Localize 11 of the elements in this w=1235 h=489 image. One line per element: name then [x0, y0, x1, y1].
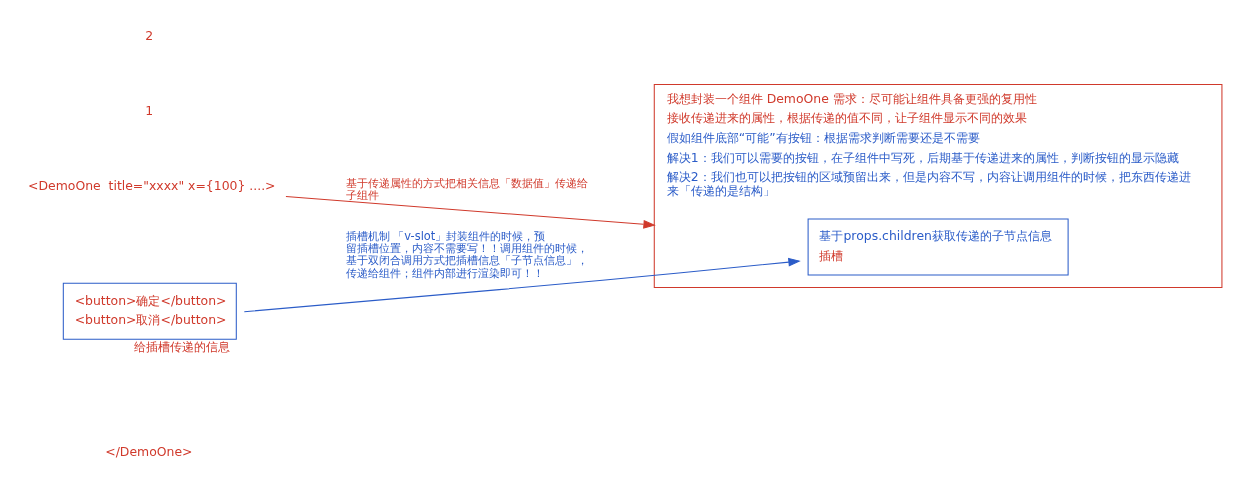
edge-label: 插槽机制 「v-slot」封装组件的时候，预留插槽位置，内容不需要写！！调用组件的时候，基于双闭合调用方式把插槽信息「子节点信息」，传递给组件；组件内部进行渲染即可！！	[345, 228, 588, 280]
node-label: 给插槽传递的信息	[133, 338, 230, 354]
label: 2	[145, 27, 154, 43]
node-box: <button>确定</button> <button>取消</button>	[62, 282, 237, 340]
node-box: 基于props.children获取传递的子节点信息 插槽	[807, 218, 1069, 276]
label: 1	[145, 102, 154, 118]
edge-label: 基于传递属性的方式把相关信息「数据值」传递给子组件	[345, 175, 588, 202]
arrow	[243, 257, 801, 312]
arrow	[285, 195, 656, 229]
label: </DemoOne>	[105, 443, 193, 459]
node-text: <DemoOne title="xxxx" x={100} ....>	[28, 177, 276, 193]
